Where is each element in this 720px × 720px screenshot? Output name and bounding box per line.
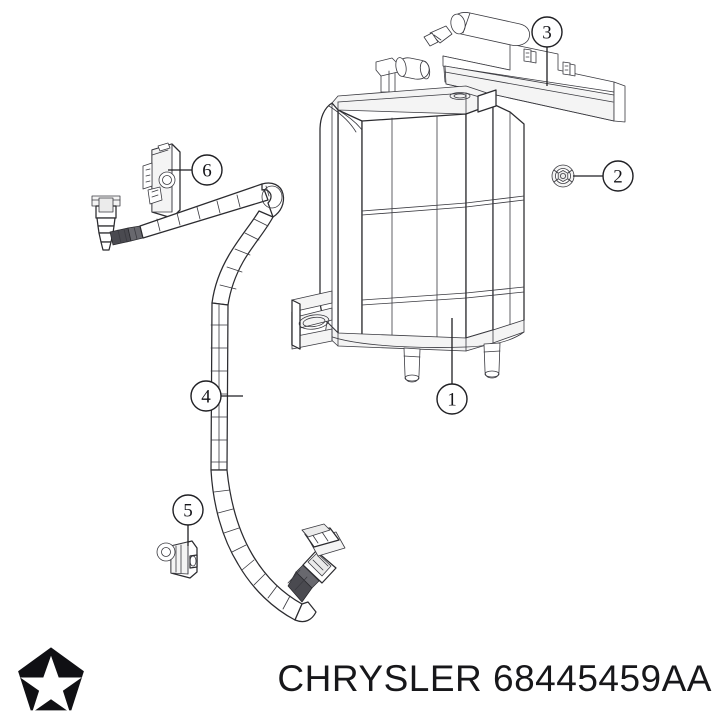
- hose-coupler-upper: [91, 195, 144, 251]
- part-hose-retainer-clip: [156, 540, 198, 579]
- callout-4-label: 4: [201, 387, 211, 408]
- callout-5[interactable]: 5: [172, 494, 204, 546]
- callouts: 1 2 3 4 5: [168, 16, 634, 546]
- callout-2-label: 2: [613, 167, 623, 188]
- callout-3[interactable]: 3: [531, 16, 563, 86]
- canister-mounting-bracket: [291, 290, 333, 350]
- callout-5-label: 5: [183, 501, 193, 522]
- part-vapor-hose: [91, 182, 346, 623]
- callout-6-label: 6: [202, 161, 212, 182]
- callout-1[interactable]: 1: [436, 318, 468, 415]
- callout-1-label: 1: [447, 390, 457, 411]
- part-purge-valve: [142, 142, 181, 219]
- hose-coupler-lower: [301, 523, 346, 584]
- part-vapor-canister: [291, 57, 525, 383]
- part-canister-bracket-shield: [423, 12, 626, 123]
- footer-bar: CHRYSLER 68445459AA: [0, 642, 720, 720]
- part-mounting-nut: [551, 164, 575, 188]
- callout-2[interactable]: 2: [573, 160, 634, 192]
- chrysler-pentastar-logo: [18, 647, 84, 713]
- callout-3-label: 3: [542, 23, 552, 44]
- footer-part-label: CHRYSLER 68445459AA: [277, 658, 712, 699]
- callout-6[interactable]: 6: [168, 154, 223, 186]
- callout-4[interactable]: 4: [190, 380, 243, 412]
